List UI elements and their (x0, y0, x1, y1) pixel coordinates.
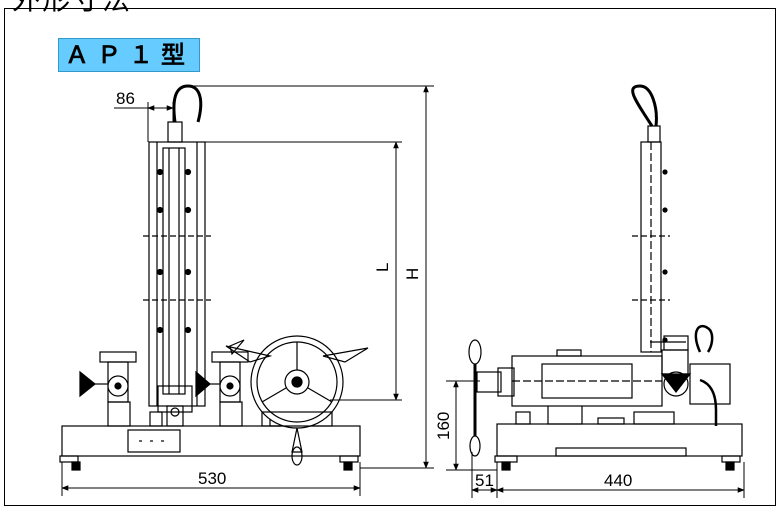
drawing-frame (4, 8, 776, 506)
model-label: ＡＰ１型 (58, 38, 200, 72)
dim-530: 530 (198, 469, 226, 488)
front-left-valve (79, 351, 137, 427)
dim-L: L (373, 263, 392, 272)
dim-160: 160 (434, 412, 453, 440)
side-view (468, 84, 743, 471)
side-base (494, 403, 743, 471)
side-column (631, 84, 670, 353)
dimension-texts: 86 530 51 440 L H 160 (116, 89, 632, 490)
front-handwheel (225, 335, 369, 466)
dimension-lines (61, 85, 745, 498)
front-column (143, 84, 211, 427)
dim-440: 440 (604, 471, 632, 490)
front-base (59, 411, 361, 471)
dim-H: H (403, 268, 422, 280)
front-mid-valve (195, 339, 249, 427)
dim-86: 86 (116, 89, 135, 108)
side-valve-assembly (597, 324, 731, 426)
front-view (59, 84, 369, 471)
dim-51: 51 (475, 471, 494, 490)
side-pump-body (468, 339, 663, 457)
